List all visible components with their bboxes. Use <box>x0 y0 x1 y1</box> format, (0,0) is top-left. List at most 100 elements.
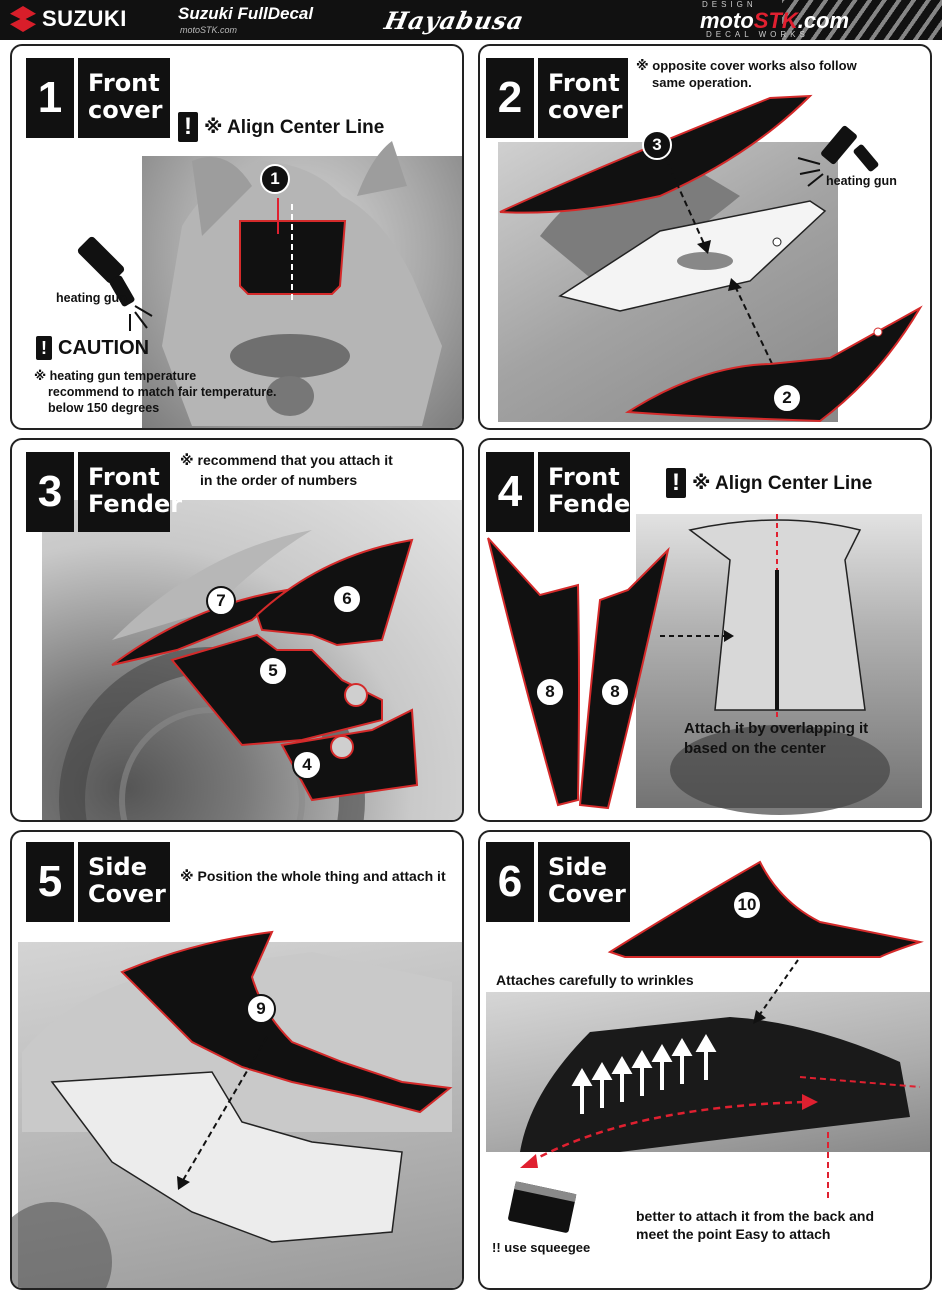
note-line-2: in the order of numbers <box>200 472 358 488</box>
cover-notch <box>677 252 733 270</box>
cover-hole <box>772 237 782 247</box>
align-center-text: ※ Align Center Line <box>204 116 385 138</box>
panel-step-6: 6 Side Cover 10 Attaches carefully to wr… <box>478 830 932 1290</box>
step-number: 3 <box>26 452 74 532</box>
model-logo: Hayabusa <box>381 6 528 35</box>
site-main: moto <box>700 8 754 33</box>
caution-title: CAUTION <box>58 336 150 359</box>
step-title-line2: cover <box>548 96 623 124</box>
arrow-icon <box>757 959 799 1018</box>
step-number: 4 <box>486 452 534 532</box>
intake <box>266 376 314 416</box>
warning-icon: ! <box>666 468 686 498</box>
brand-name: SUZUKI <box>42 6 127 31</box>
arrow-icon <box>571 1034 717 1114</box>
panel-step-1: 1 Front cover ! ※ Align Center Line 1 he… <box>10 44 464 430</box>
step-title-line2: Fender <box>88 490 183 518</box>
decal-tag: DECAL WORKS <box>706 30 809 39</box>
panel-step-3: 3 Front Fender ※ recommend that you atta… <box>10 438 464 822</box>
squeegee-icon <box>508 1181 577 1233</box>
step-title-line1: Side <box>548 853 607 881</box>
panel-step-2: 2 Front cover ※ opposite cover works als… <box>478 44 932 430</box>
heating-gun-label: heating gun <box>56 291 127 305</box>
step-title: Front cover <box>538 58 628 138</box>
step-title-line1: Front <box>548 69 620 97</box>
caution-text-2: recommend to match fair temperature. <box>48 385 277 399</box>
step-title: Side Cover <box>538 842 630 922</box>
step-title-line1: Side <box>88 853 147 881</box>
step-title: Front Fender <box>78 452 183 532</box>
heating-gun-label: heating gun <box>826 174 897 188</box>
header-bar: SUZUKI Suzuki FullDecal motoSTK.com Haya… <box>0 0 942 40</box>
decal-9-shape <box>120 930 453 1114</box>
step-title-line1: Front <box>88 463 160 491</box>
decal-badge-8-left: 8 <box>535 677 565 707</box>
panel-step-5: 5 Side Cover ※ Position the whole thing … <box>10 830 464 1290</box>
attach-path <box>529 1100 806 1164</box>
caution-text-1: ※ heating gun temperature <box>34 369 197 383</box>
step-number: 2 <box>486 58 534 138</box>
front-wheel <box>12 1202 112 1288</box>
position-note: ※ Position the whole thing and attach it <box>180 868 446 884</box>
decal-8-left-shape <box>487 537 580 807</box>
tire <box>670 725 890 815</box>
decal-badge-5: 5 <box>258 656 288 686</box>
heating-gun-icon <box>797 125 879 187</box>
decal-10-shape <box>607 860 924 958</box>
align-center-note: ! ※ Align Center Line <box>666 468 872 498</box>
wrinkle-note: Attaches carefully to wrinkles <box>496 972 694 988</box>
decal-badge-3: 3 <box>642 130 672 160</box>
step-number: 6 <box>486 842 534 922</box>
decal-badge-2: 2 <box>772 383 802 413</box>
back-note-2: meet the point Easy to attach <box>636 1226 831 1242</box>
step-title: Front Fender <box>538 452 643 532</box>
step-title-line1: Front <box>548 463 620 491</box>
step-title-line2: Cover <box>88 880 166 908</box>
decal-badge-10: 10 <box>732 890 762 920</box>
panel-step-4: 4 Front Fender ! ※ Align Center Line Att… <box>478 438 932 822</box>
align-center-note: ! ※ Align Center Line <box>178 112 384 142</box>
decal-badge-7: 7 <box>206 586 236 616</box>
squeegee-note: !! use squeegee <box>492 1240 591 1255</box>
step-number: 1 <box>26 58 74 138</box>
header-stripes <box>782 0 942 40</box>
decal-badge-4: 4 <box>292 750 322 780</box>
caution-heading: ! CAUTION <box>36 336 149 360</box>
arrow-icon <box>659 145 706 247</box>
panel-6-art <box>508 860 924 1233</box>
warning-icon: ! <box>178 112 198 142</box>
decal-badge-8-right: 8 <box>600 677 630 707</box>
decal-2-shape <box>624 305 923 423</box>
note-line-2: same operation. <box>652 75 752 90</box>
headlight <box>230 334 350 378</box>
step-title-line2: Cover <box>548 880 626 908</box>
site-accent: STK <box>753 8 798 33</box>
step-title-line1: Front <box>88 69 160 97</box>
site-suffix: .com <box>797 8 850 33</box>
heating-gun-icon <box>77 236 153 331</box>
step-title-line2: Fender <box>548 490 643 518</box>
warning-icon: ! <box>36 336 52 360</box>
site-logo: motoSTK.com <box>700 8 849 34</box>
windscreen-left <box>192 156 252 236</box>
panel-5-art <box>12 930 453 1288</box>
decal-badge-6: 6 <box>332 584 362 614</box>
step-title: Front cover <box>78 58 170 138</box>
suzuki-logo-icon <box>10 6 36 32</box>
brand: SUZUKI <box>10 6 127 32</box>
arrow-icon <box>181 1036 268 1183</box>
header-subtitle: Suzuki FullDecal <box>178 4 314 23</box>
windscreen-right <box>357 141 407 196</box>
attach-note-1: Attach it by overlapping it <box>684 720 869 737</box>
panel-3-art <box>59 530 419 820</box>
step-title: Side Cover <box>78 842 170 922</box>
fender-shape <box>112 530 312 640</box>
side-cover-piece <box>50 1071 403 1243</box>
note-line-1: ※ opposite cover works also follow <box>636 58 857 73</box>
panel-4-art <box>487 514 890 815</box>
decal-badge-9: 9 <box>246 994 276 1024</box>
decal-badge-1: 1 <box>260 164 290 194</box>
design-tag: DESIGN <box>702 0 757 9</box>
step-number: 5 <box>26 842 74 922</box>
align-center-text: ※ Align Center Line <box>692 472 873 494</box>
